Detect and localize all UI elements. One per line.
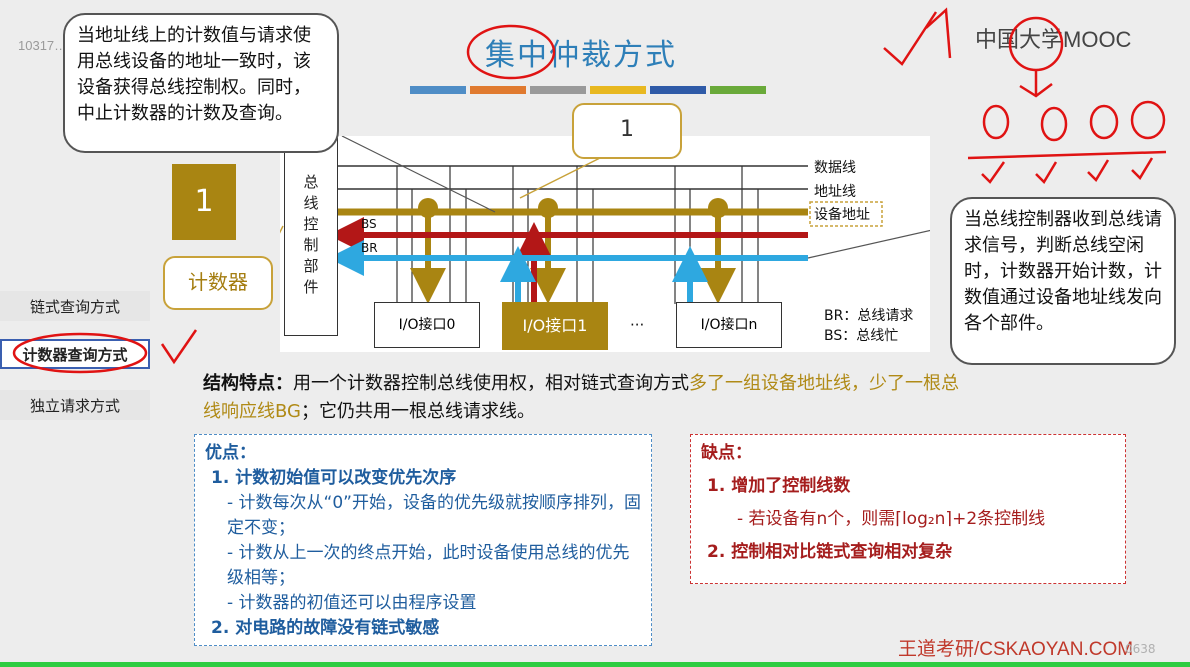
device-address-label: 设备地址 [814, 207, 870, 223]
structure-highlight: 多了一组设备地址线，少了一根总线响应线BG [203, 373, 959, 422]
colorbar-segment [710, 86, 766, 94]
address-line-label: 地址线 [814, 184, 856, 200]
colorbar-segment [410, 86, 466, 94]
colorbar-segment [530, 86, 586, 94]
structure-description: 结构特点：用一个计数器控制总线使用权，相对链式查询方式多了一组设备地址线，少了一… [203, 370, 973, 426]
advantage-sub-3: - 计数器的初值还可以由程序设置 [227, 593, 477, 613]
structure-text-1: 用一个计数器控制总线使用权，相对链式查询方式 [293, 373, 689, 394]
structure-text-2: ；它仍共用一根总线请求线。 [300, 401, 535, 422]
disadvantage-item-2: 2. 控制相对比链式查询相对复杂 [707, 542, 953, 562]
title-colorbar [410, 86, 766, 94]
callout-pointer [280, 225, 284, 234]
advantage-sub-2: - 计数从上一次的终点开始，此时设备使用总线的优先级相等； [227, 543, 630, 588]
io-interface-0: I/O接口0 [374, 302, 480, 348]
data-line-label: 数据线 [814, 160, 856, 176]
counter-value-box: 1 [172, 164, 236, 240]
sidebar-item-chain-polling[interactable]: 链式查询方式 [0, 291, 150, 321]
address-match-bubble: 当地址线上的计数值与请求使用总线设备的地址一致时，该设备获得总线控制权。同时，中… [63, 13, 339, 153]
bs-label: BS [361, 217, 377, 231]
colorbar-segment [650, 86, 706, 94]
disadvantage-item-1: 1. 增加了控制线数 [707, 476, 851, 496]
junction-dot [418, 198, 438, 218]
sidebar-item-independent-request[interactable]: 独立请求方式 [0, 390, 150, 420]
count-value-callout: 1 [572, 103, 682, 159]
callout-pointer [519, 153, 609, 199]
bus-diagram [280, 136, 930, 304]
io-interface-1: I/O接口1 [502, 302, 608, 350]
sidebar-item-counter-polling[interactable]: 计数器查询方式 [0, 339, 150, 369]
brand-footer: 王道考研/CSKAOYAN.COM [898, 639, 1134, 660]
advantage-item-1: 1. 计数初始值可以改变优先次序 [211, 468, 457, 488]
advantage-sub-1: - 计数每次从“0”开始，设备的优先级就按顺序排列，固定不变； [227, 493, 641, 538]
legend-br: BR：总线请求 [824, 308, 914, 324]
sidebar-item-label: 计数器查询方式 [22, 345, 128, 364]
colorbar-segment [590, 86, 646, 94]
junction-dot [538, 198, 558, 218]
bus-controller: 总线控制部件 [284, 138, 338, 336]
advantages-title: 优点： [205, 443, 256, 463]
slide-title: 集中仲裁方式 [485, 38, 677, 73]
io-ellipsis: ··· [630, 316, 645, 334]
legend-bs: BS：总线忙 [824, 328, 899, 344]
callout-pointer [807, 229, 930, 259]
sidebar-item-label: 独立请求方式 [29, 396, 120, 415]
counter-label-bubble: 计数器 [163, 256, 273, 310]
disadvantages-box: 缺点： 1. 增加了控制线数 - 若设备有n个，则需⌈log₂n⌉+2条控制线 … [690, 434, 1126, 584]
br-label: BR [361, 241, 378, 255]
device-address-highlight [809, 201, 883, 227]
advantages-box: 优点： 1. 计数初始值可以改变优先次序 - 计数每次从“0”开始，设备的优先级… [194, 434, 652, 646]
junction-dot [708, 198, 728, 218]
controller-count-bubble: 当总线控制器收到总线请求信号，判断总线空闲时，计数器开始计数，计数值通过设备地址… [950, 197, 1176, 365]
mooc-logo: 中国大学MOOC [975, 27, 1132, 52]
disadvantage-sub-1: - 若设备有n个，则需⌈log₂n⌉+2条控制线 [737, 509, 1046, 529]
io-interface-n: I/O接口n [676, 302, 782, 348]
watermark-left: 10317… [18, 38, 68, 53]
colorbar-segment [470, 86, 526, 94]
callout-pointer [341, 136, 496, 213]
disadvantages-title: 缺点： [701, 443, 752, 463]
sidebar-check-annotation [160, 329, 198, 365]
bottom-progress-bar [0, 662, 1190, 667]
advantage-item-2: 2. 对电路的故障没有链式敏感 [211, 618, 440, 638]
structure-lead: 结构特点： [203, 373, 293, 394]
watermark-right: 0638 [1125, 642, 1156, 656]
sidebar-item-label: 链式查询方式 [29, 297, 120, 316]
diagram-legend: BR：总线请求 BS：总线忙 [824, 306, 913, 346]
